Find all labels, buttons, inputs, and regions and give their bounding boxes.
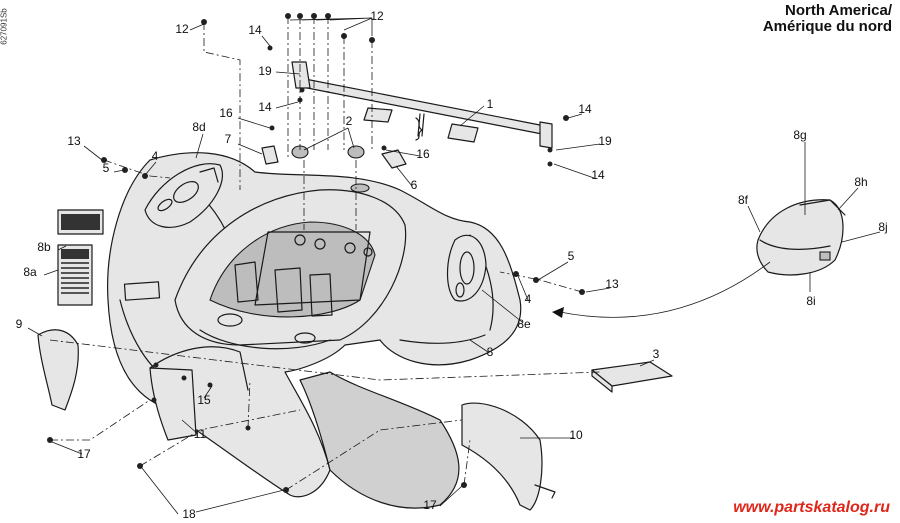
callout-8g: 8g (793, 128, 806, 142)
callout-9: 9 (16, 317, 23, 331)
mounting-rail (149, 346, 249, 391)
storage-bin (174, 189, 407, 350)
callout-7: 7 (225, 132, 232, 146)
right-headlight (446, 234, 487, 302)
leader-lines (27, 17, 881, 515)
callout-12: 12 (370, 9, 384, 23)
callout-19: 19 (258, 64, 272, 78)
region-title-line1: North America/ (785, 2, 892, 19)
callout-3: 3 (653, 347, 660, 361)
cover-arrow-head (552, 307, 564, 318)
callout-18: 18 (182, 507, 196, 521)
callout-12: 12 (175, 22, 189, 36)
callout-11: 11 (194, 427, 207, 441)
callout-16: 16 (219, 106, 233, 120)
cover-arrow-line (559, 261, 771, 318)
callout-14: 14 (258, 100, 272, 114)
callout-8j: 8j (878, 220, 887, 234)
lower-panel (149, 367, 197, 441)
callout-8a: 8a (23, 265, 37, 279)
callout-10: 10 (569, 428, 583, 442)
callout-8d: 8d (192, 120, 205, 134)
callout-8: 8 (487, 345, 494, 359)
region-title-line2: Amérique du nord (762, 18, 892, 35)
callout-5: 5 (103, 161, 110, 175)
callout-4: 4 (525, 292, 532, 306)
grommets (291, 145, 370, 193)
accessory-cover (756, 199, 846, 276)
callout-17: 17 (423, 498, 437, 512)
region-title: North America/ Amérique du nord (763, 3, 892, 35)
callout-8i: 8i (806, 294, 815, 308)
warning-decals (57, 209, 104, 306)
callout-19: 19 (598, 134, 612, 148)
callout-1: 1 (487, 97, 494, 111)
callout-2: 2 (346, 114, 353, 128)
callout-14: 14 (248, 23, 262, 37)
callout-13: 13 (67, 134, 81, 148)
callout-4: 4 (152, 149, 159, 163)
callout-8b: 8b (37, 240, 51, 254)
left-headlight (144, 163, 223, 228)
callout-14: 14 (578, 102, 592, 116)
right-side-panel (461, 402, 543, 511)
callout-13: 13 (605, 277, 619, 291)
callout-17: 17 (77, 447, 91, 461)
callout-5: 5 (568, 249, 575, 263)
watermark: www.partskatalog.ru (733, 499, 890, 516)
callout-6: 6 (411, 178, 418, 192)
small-bracket (261, 145, 279, 165)
callout-16: 16 (416, 147, 430, 161)
callout-8e: 8e (517, 317, 531, 331)
callout-15: 15 (197, 393, 211, 407)
callout-8f: 8f (738, 193, 749, 207)
callout-8h: 8h (854, 175, 867, 189)
assembly-lines (49, 16, 601, 491)
callout-14: 14 (591, 168, 605, 182)
left-side-panel (37, 329, 79, 411)
support-bar (291, 61, 553, 149)
